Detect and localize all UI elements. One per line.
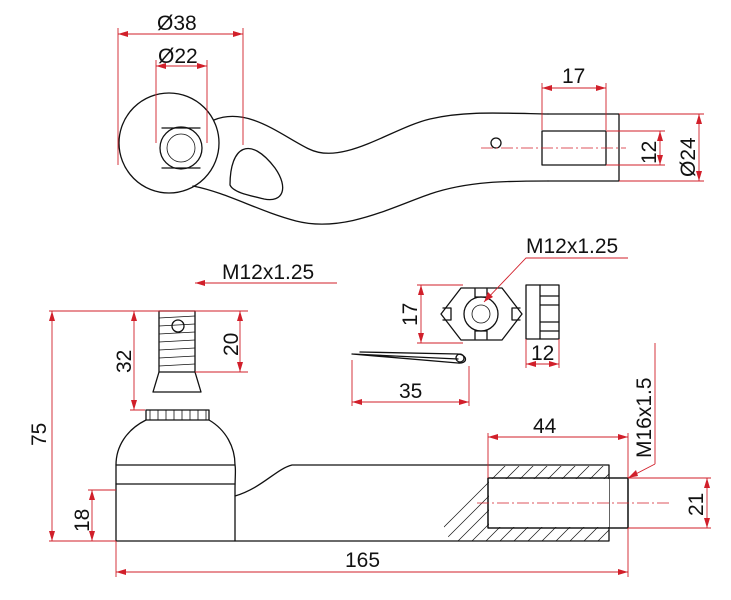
bore-depth-extension-lines [487,433,629,478]
bore-height-extension-lines [628,477,711,529]
cotter-pin-length-label: 35 [399,380,422,403]
stud-thread-length-label: 20 [220,333,243,356]
nut-thread-leader [483,257,628,303]
cotter-pin-extension-lines [351,360,470,406]
eye-outer-outline [118,92,220,194]
eye-inner-bore [159,126,203,170]
stud-thread-leader-arrow [195,280,205,286]
cotter-pin-hole [171,319,185,333]
stud-neck [152,371,202,393]
threaded-end-extension-lines [541,83,704,182]
nut-height-label: 12 [531,342,554,365]
cotter-pin-eye [455,353,465,363]
nut-side-detail: 12 [525,284,560,368]
threaded-end-diameter-label: Ø24 [677,137,700,177]
nut-thread-label: M12x1.25 [526,235,618,258]
body-height-extension-lines [88,489,116,542]
eye-outer-diameter-label: Ø38 [157,12,197,35]
overall-height-label: 75 [28,423,51,446]
side-body-outline [234,464,610,542]
top-view: Ø38 Ø22 17 12 Ø24 [117,12,704,225]
nut-thread-leader-arrow [484,292,493,302]
arm-lower-edge [192,180,549,225]
eye-hub-contour [161,127,201,169]
stud-thread-label: M12x1.25 [222,261,314,284]
side-view: M12x1.25 20 32 75 18 165 44 M16x1.5 21 [28,261,711,577]
threaded-end-length-label: 17 [562,65,585,88]
stud-length-arrows [131,311,137,410]
castle-nut-slots [442,288,521,340]
eye-inner-ring [166,133,196,163]
eye-inner-diameter-label: Ø22 [158,45,198,68]
nut-side-castellations [539,284,560,340]
nut-detail: 17 M12x1.25 [399,235,628,344]
arm-window [229,148,284,201]
stud-length-label: 32 [113,350,136,373]
bore-height-arrows [704,478,710,528]
boot-collar [145,409,210,421]
stud-thread-extension-lines [49,282,248,542]
castle-nut-width-label: 17 [399,303,422,326]
castle-nut-bore [463,296,499,332]
stud-thread-lines [158,315,196,367]
eye-dimension-extension-lines [117,28,244,165]
bore-height-label: 21 [685,493,708,516]
dust-boot [115,419,236,466]
nut-height-extension-lines [525,339,560,368]
arm-upper-edge [213,112,549,154]
overall-length-label: 165 [345,549,380,572]
castle-nut-width-extension-lines [417,284,463,344]
nut-height-arrows [526,361,559,367]
boot-collar-ribs [149,410,207,420]
threaded-end-shoulder [547,113,620,182]
cotter-pin-shape [351,351,467,364]
side-hole [490,137,502,149]
castle-nut-hexagon [440,287,523,341]
bore-thread-leader-arrow [628,470,638,478]
bore-thread-label: M16x1.5 [633,377,656,458]
cotter-pin-detail: 35 [351,351,470,406]
body-height-label: 18 [71,509,94,532]
threaded-end-width-arrows [657,131,663,165]
ball-housing [115,464,237,542]
castle-nut-inner-circle [471,304,491,324]
nut-side-body [525,284,560,340]
threaded-end-width-label: 12 [638,141,661,164]
bore-depth-label: 44 [533,415,557,438]
overall-length-extension-lines [115,528,629,577]
